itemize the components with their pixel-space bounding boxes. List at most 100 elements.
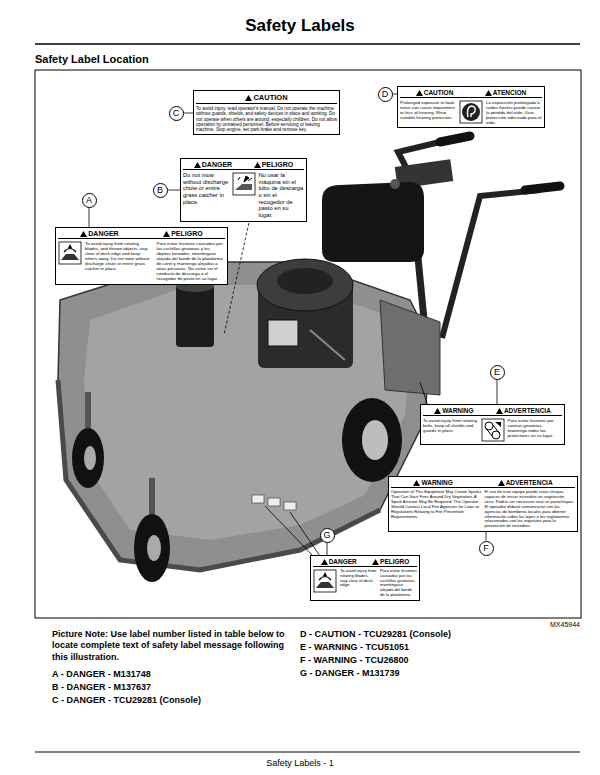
alert-triangle-shape: [485, 90, 492, 96]
alert-triangle-shape: [413, 480, 420, 486]
label-body: Prolonged exposure to loud noise can cau…: [400, 100, 542, 125]
label-body: To avoid injury from rotating belts, kee…: [423, 418, 562, 442]
section-heading: Safety Label Location: [35, 53, 335, 66]
signal-word: PELIGRO: [163, 230, 203, 237]
label-message: Para evitar lesiones por correas girator…: [508, 418, 563, 438]
pictogram-shape: [316, 582, 334, 588]
picture-note: Picture Note: Use label number listed in…: [52, 629, 287, 663]
alert-triangle: [163, 231, 170, 237]
label-list-item: D - CAUTION - TCU29281 (Console): [300, 629, 575, 640]
pictogram-shape: [61, 254, 79, 260]
page-footer: Safety Labels - 1: [0, 758, 600, 769]
signal-word-text: PELIGRO: [380, 558, 409, 565]
safety-label: DANGERPELIGROTo avoid injury from rotati…: [55, 227, 228, 285]
wheel-hub: [84, 446, 96, 470]
signal-word-text: DANGER: [329, 558, 357, 565]
label-message: Para evitar lesiones causadas por las cu…: [157, 241, 226, 282]
alert-triangle: [194, 162, 201, 168]
callout-letter: F: [483, 544, 489, 553]
label-message: To avoid injury from rotating belts, kee…: [423, 418, 478, 433]
engine-shroud: [257, 259, 353, 311]
alert-triangle: [80, 231, 87, 237]
page-title: Safety Labels: [0, 16, 600, 36]
label-list-item: B - DANGER - M137637: [52, 682, 292, 693]
handle-bar: [442, 190, 540, 338]
safety-label: CAUTIONATENCION Prolonged exposure to lou…: [397, 86, 545, 128]
label-list-item: G - DANGER - M131739: [300, 668, 575, 679]
footer-rule: [35, 752, 580, 753]
air-filter: [176, 285, 214, 347]
callout-circle: A: [82, 193, 97, 208]
figure-id: MX45944: [430, 621, 580, 629]
label-message: To avoid injury, read operator's manual.…: [196, 106, 337, 132]
callout-letter: E: [494, 368, 500, 377]
alert-triangle: [498, 480, 505, 486]
alert-triangle: [413, 480, 420, 486]
signal-word: DANGER: [194, 161, 232, 168]
alert-triangle-shape: [245, 95, 252, 101]
alert-triangle-shape: [163, 231, 170, 237]
safety-label: CAUTION To avoid injury, read operator's …: [193, 90, 340, 135]
label-body: To avoid injury from rotating blades, st…: [313, 569, 417, 598]
header-rule: [35, 43, 580, 45]
alert-triangle: [496, 408, 503, 414]
alert-triangle-shape: [416, 90, 423, 96]
leader-connector: [89, 208, 90, 228]
caster-fork: [85, 392, 91, 432]
signal-word: CAUTION: [245, 93, 287, 102]
alert-triangle: [372, 559, 379, 565]
callout-circle: F: [479, 541, 494, 556]
callout-letter: A: [86, 196, 92, 205]
pictogram-shape: [238, 176, 252, 182]
leader-connector: [497, 380, 498, 405]
alert-triangle-shape: [434, 408, 441, 414]
label-list-item: E - WARNING - TCU51051: [300, 642, 575, 653]
signal-word-text: DANGER: [202, 161, 232, 168]
fuel-cap: [390, 179, 400, 189]
callout-circle: E: [490, 365, 505, 380]
callout-circle: C: [169, 106, 184, 121]
callout-letter: G: [323, 531, 330, 540]
signal-word: ADVERTENCIA: [496, 407, 551, 414]
picture-frame: [35, 70, 581, 618]
label-message: Para evitar lesiones causadas por las cu…: [380, 569, 417, 598]
label-message: To avoid injury from rotating blades, st…: [340, 569, 377, 588]
deck-label-spot: [284, 502, 296, 510]
safety-label: WARNING ADVERTENCIA To avoid injury from r…: [420, 404, 565, 445]
pictogram-frame: [59, 242, 81, 264]
safety-label: DANGER PELIGROTo avoid injury from rotati…: [310, 555, 420, 601]
alert-triangle-shape: [194, 162, 201, 168]
alert-triangle-shape: [498, 480, 505, 486]
label-message: La exposición prolongada a ruidos fuerte…: [486, 100, 542, 125]
pictogram: [459, 100, 483, 124]
label-header: CAUTION: [196, 93, 337, 104]
wheel-hub: [362, 420, 388, 460]
engine-detail: [310, 330, 345, 360]
alert-triangle: [485, 90, 492, 96]
signal-word: ADVERTENCIA: [498, 479, 553, 486]
pictogram-shape: [467, 106, 475, 117]
label-message: Operation of This Equipment May Create S…: [391, 490, 482, 519]
deck-label-spot: [252, 495, 264, 503]
signal-word: PELIGRO: [372, 558, 409, 565]
hand-grip: [440, 136, 470, 142]
pictogram-frame: [482, 419, 504, 441]
fuel-tank: [322, 182, 424, 262]
safety-label: DANGERPELIGRODo not mow without discharg…: [180, 158, 307, 222]
pictogram-shape: [64, 249, 76, 253]
alert-triangle: [245, 95, 252, 101]
label-message: To avoid injury from rotating blades, an…: [85, 241, 154, 271]
label-header: CAUTIONATENCION: [400, 89, 542, 98]
pictogram-shape: [485, 425, 500, 436]
pictogram-frame: [314, 570, 336, 592]
signal-word: PELIGRO: [254, 161, 294, 168]
label-header: DANGER PELIGRO: [313, 558, 417, 567]
pictogram-frame: [233, 173, 255, 195]
signal-word: WARNING: [434, 407, 473, 414]
signal-word-text: WARNING: [442, 407, 473, 414]
signal-word-text: PELIGRO: [171, 230, 203, 237]
alert-triangle: [416, 90, 423, 96]
signal-word-text: ADVERTENCIA: [506, 479, 553, 486]
caster-wheel: [134, 514, 170, 582]
label-body: To avoid injury, read operator's manual.…: [196, 106, 337, 132]
